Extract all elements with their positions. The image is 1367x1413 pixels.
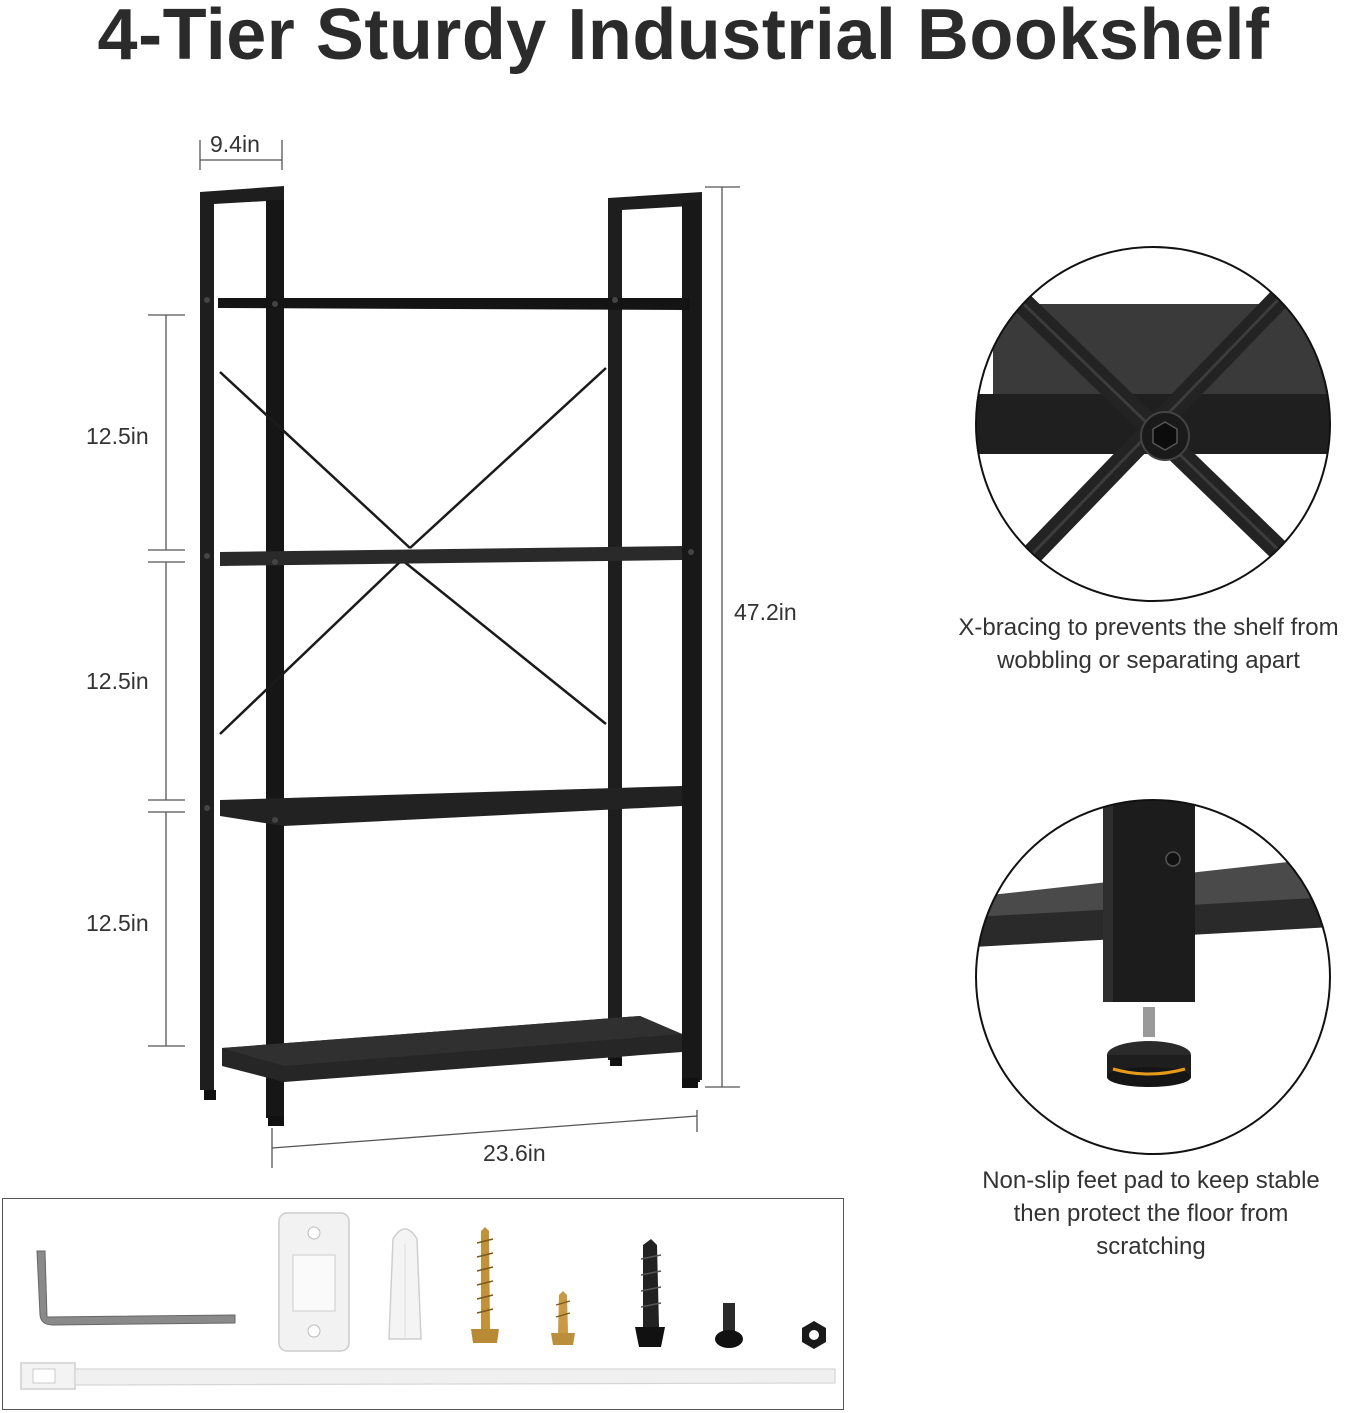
- x-bracing-closeup-icon: [975, 246, 1331, 602]
- gold-wood-screw-icon: [471, 1227, 499, 1343]
- page-title: 4-Tier Sturdy Industrial Bookshelf: [97, 0, 1270, 75]
- black-wall-screw-icon: [635, 1239, 665, 1347]
- depth-dimension-label: 9.4in: [210, 131, 260, 157]
- tier2-height-label: 12.5in: [86, 668, 149, 694]
- accessories-panel: [2, 1198, 844, 1410]
- bookshelf-illustration: [148, 140, 740, 1168]
- x-bracing-caption: X-bracing to prevents the shelf from wob…: [930, 611, 1367, 677]
- non-slip-feet-caption: Non-slip feet pad to keep stable then pr…: [935, 1164, 1367, 1263]
- tier3-height-label: 12.5in: [86, 910, 149, 936]
- height-dimension-label: 47.2in: [734, 599, 797, 625]
- black-bolt-icon: [715, 1303, 743, 1348]
- small-gold-screw-icon: [551, 1291, 575, 1345]
- width-dimension-label: 23.6in: [483, 1140, 546, 1166]
- x-bracing-caption-line1: X-bracing to prevents the shelf from: [958, 614, 1339, 641]
- x-bracing-caption-line2: wobbling or separating apart: [997, 647, 1300, 674]
- non-slip-caption-line2: then protect the floor from: [1013, 1200, 1289, 1227]
- non-slip-caption-line1: Non-slip feet pad to keep stable: [982, 1167, 1320, 1194]
- wall-bracket-icon: [278, 1212, 350, 1352]
- accessories-illustration: [20, 1212, 836, 1390]
- non-slip-foot-closeup-icon: [975, 799, 1331, 1155]
- hex-nut-icon: [802, 1321, 826, 1349]
- cable-tie-icon: [20, 1362, 836, 1390]
- bookshelf-frame: [200, 186, 702, 1126]
- tier1-height-label: 12.5in: [86, 423, 149, 449]
- allen-wrench-icon: [36, 1250, 236, 1326]
- non-slip-caption-line3: scratching: [1096, 1233, 1206, 1260]
- wall-anchor-icon: [388, 1228, 422, 1340]
